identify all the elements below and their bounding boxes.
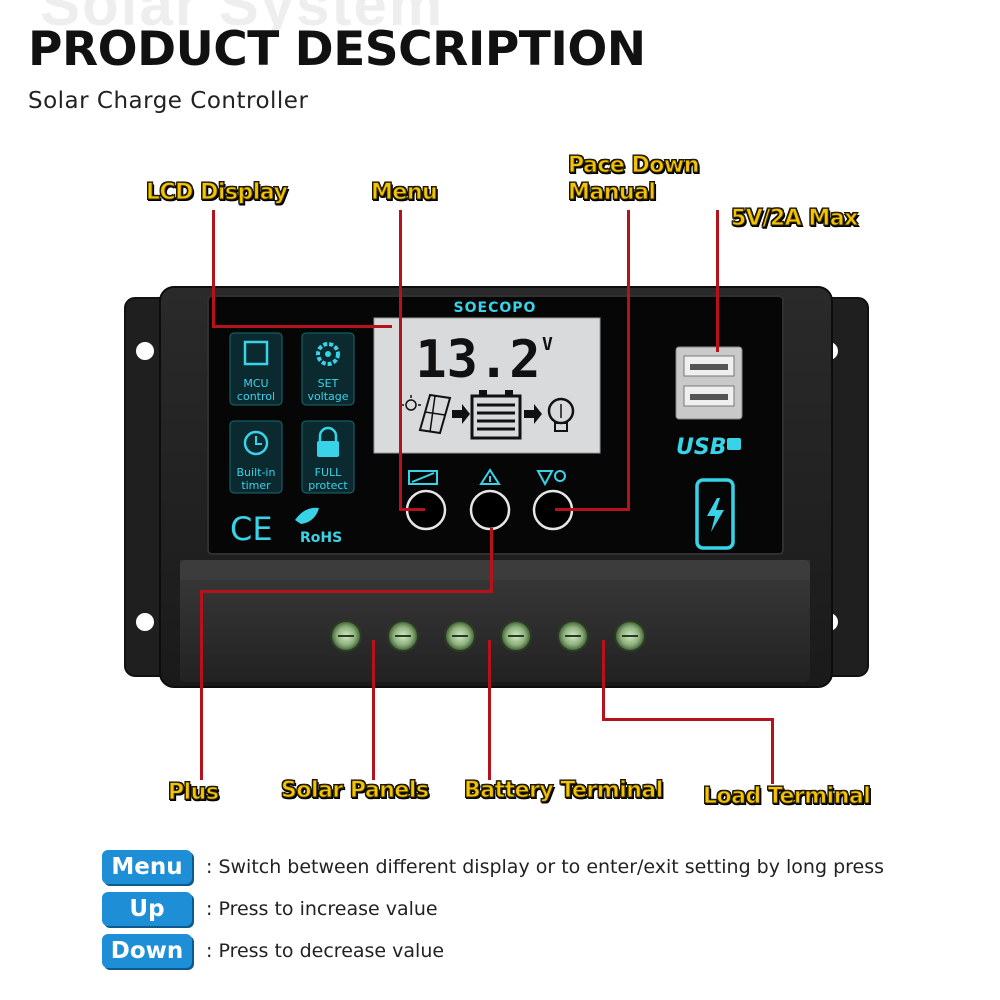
background-watermark: Solar System	[40, 0, 445, 38]
lcd-battery-icon	[470, 390, 522, 440]
leader-line-battery	[488, 640, 491, 780]
legend-badge-down: Down	[102, 934, 192, 968]
leader-line-plus	[490, 528, 493, 593]
legend-desc-up: : Press to increase value	[206, 898, 438, 920]
leader-line-plus	[200, 590, 493, 593]
leader-line-load	[602, 718, 774, 721]
callout-lcd-display: LCD Display	[145, 180, 288, 206]
leader-line-lcd	[212, 210, 215, 328]
leader-line-pace-down	[555, 508, 630, 511]
leader-line-load	[771, 718, 774, 784]
lcd-voltage-readout: 13.2	[415, 330, 540, 390]
lcd-arrow-icon	[524, 404, 542, 424]
lock-icon	[318, 426, 338, 441]
leader-line-pace-down	[627, 210, 630, 510]
lcd-solar-panel-icon	[418, 393, 452, 435]
callout-plus: Plus	[167, 780, 219, 806]
callout-usb-max: 5V/2A Max	[731, 206, 859, 232]
feature-set-voltage: SET voltage	[301, 332, 355, 406]
callout-solar-panels: Solar Panels	[280, 778, 429, 804]
callout-load-terminal: Load Terminal	[702, 784, 871, 810]
rohs-mark: RoHS	[300, 530, 342, 546]
legend-desc-down: : Press to decrease value	[206, 940, 445, 962]
svg-text:MCU: MCU	[243, 377, 268, 390]
feature-full-protect: FULL protect	[301, 420, 355, 494]
callout-pace-down: Pace Down	[568, 153, 700, 179]
up-indicator-icon	[479, 468, 501, 485]
leader-line-menu	[399, 210, 402, 510]
svg-text:FULL: FULL	[315, 466, 343, 479]
leader-line-menu	[399, 508, 425, 511]
legend-row-menu: Menu : Switch between different display …	[102, 849, 884, 885]
usb-ports	[675, 346, 743, 420]
svg-text:control: control	[237, 390, 275, 403]
svg-text:SET: SET	[318, 377, 339, 390]
ce-mark: CE	[230, 510, 273, 548]
leader-line-solar	[372, 640, 375, 780]
up-button[interactable]	[469, 489, 511, 531]
leader-line-load	[602, 640, 605, 720]
leaf-icon	[295, 507, 319, 524]
svg-text:protect: protect	[308, 479, 348, 492]
usb-plug-icon	[727, 438, 741, 450]
down-indicator-icon	[536, 470, 554, 487]
lcd-unit: V	[542, 334, 553, 355]
page-subtitle: Solar Charge Controller	[28, 88, 309, 114]
menu-indicator-icon	[408, 470, 438, 485]
lcd-bulb-icon	[547, 397, 575, 432]
legend-row-down: Down : Press to decrease value	[102, 933, 444, 969]
brand-logo: SOECOPO	[454, 300, 537, 316]
page-title: PRODUCT DESCRIPTION	[28, 22, 646, 77]
callout-battery-terminal: Battery Terminal	[464, 778, 664, 804]
feature-built-in-timer: Built-in timer	[229, 420, 283, 494]
gear-icon	[316, 342, 340, 366]
phone-charging-icon	[695, 478, 735, 550]
lcd-arrow-icon	[452, 404, 470, 424]
leader-line-plus	[200, 590, 203, 780]
callout-menu: Menu	[370, 180, 438, 206]
chip-icon	[243, 340, 269, 366]
svg-text:timer: timer	[241, 479, 271, 492]
svg-text:Built-in: Built-in	[237, 466, 276, 479]
legend-desc-menu: : Switch between different display or to…	[206, 856, 885, 878]
legend-badge-up: Up	[102, 892, 192, 926]
terminal-screws	[330, 620, 646, 652]
legend-badge-menu: Menu	[102, 850, 192, 884]
clock-icon	[243, 430, 269, 456]
legend-row-up: Up : Press to increase value	[102, 891, 438, 927]
usb-label: USB	[676, 435, 726, 460]
svg-text:voltage: voltage	[307, 390, 348, 403]
callout-manual: Manual	[567, 180, 656, 206]
leader-line-lcd	[212, 325, 392, 328]
leader-line-usb	[716, 210, 719, 352]
feature-mcu-control: MCU control	[229, 332, 283, 406]
